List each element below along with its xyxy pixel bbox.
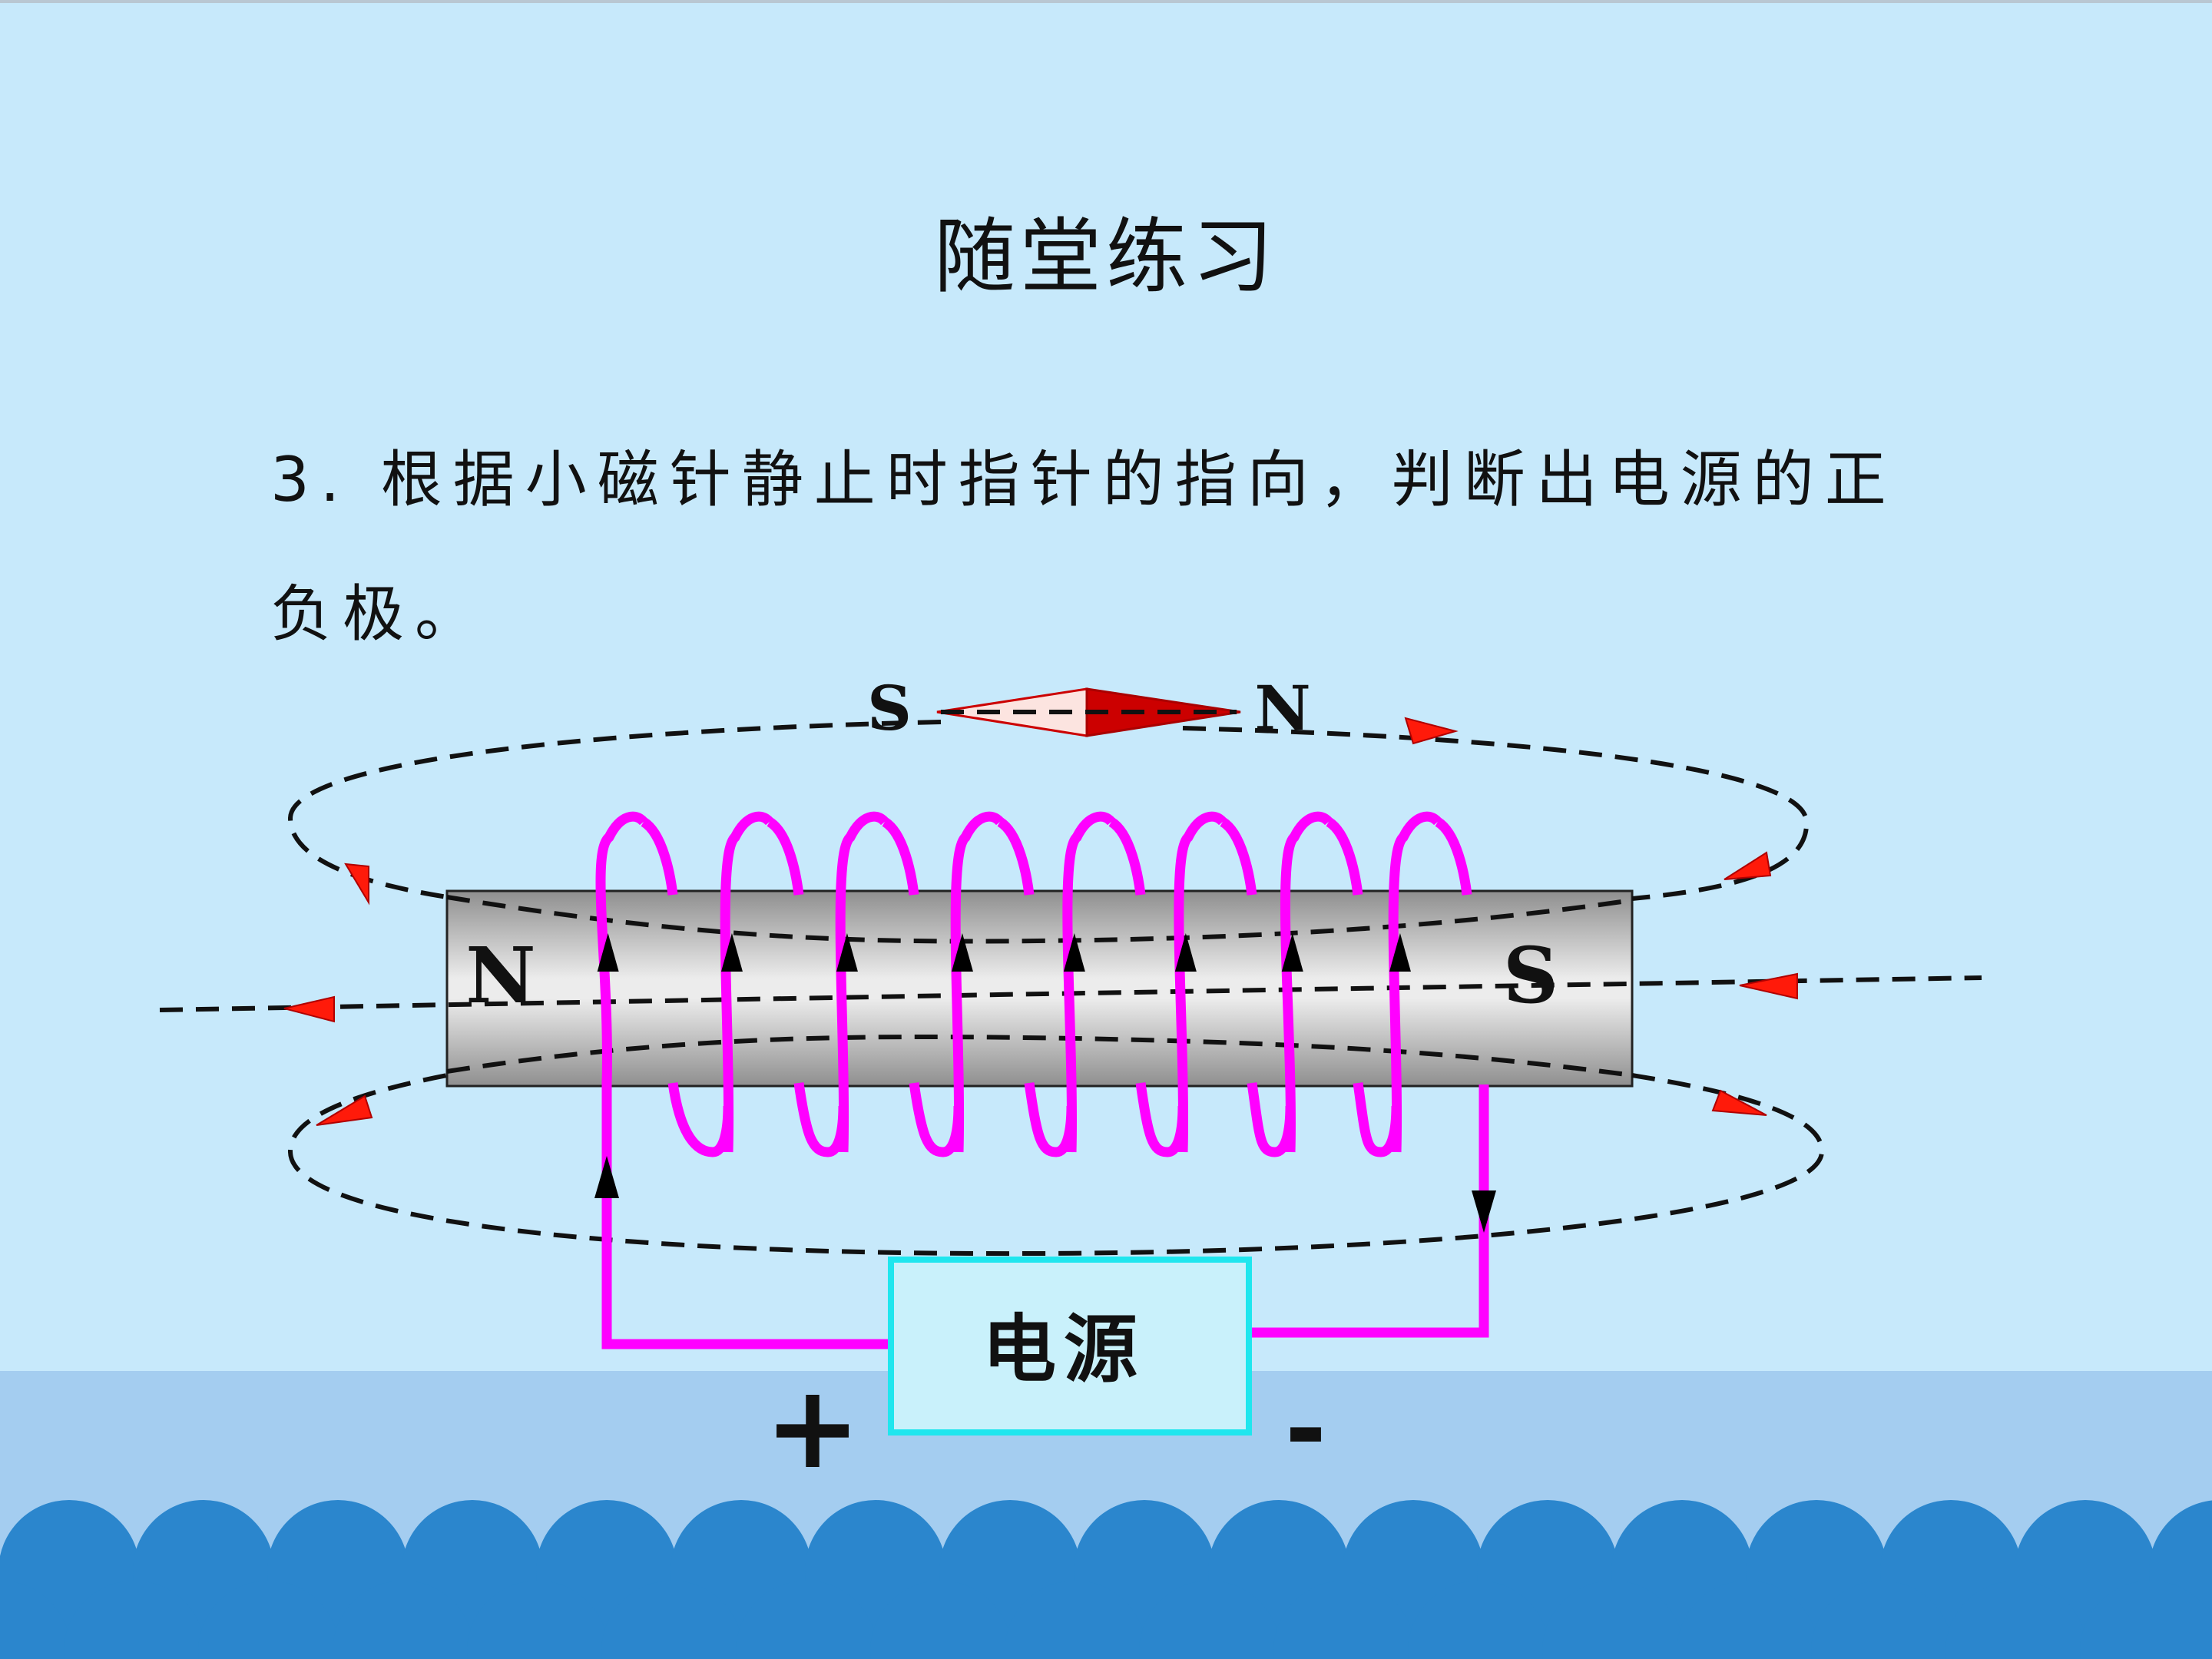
current-arrow [1389,933,1411,972]
coil-front-strand [1388,811,1442,1153]
wave-scallop [1542,1581,1684,1659]
field-line-outer-top [1182,726,1810,901]
coil-bottom-loop [1353,1082,1402,1157]
field-arrow-left-upper [344,863,369,906]
wave-scallop [64,1581,205,1659]
compass-needle [936,687,1241,737]
current-arrow [720,933,743,972]
wave-scallop [601,1581,743,1659]
question-line-1: 3. 根据小磁针静止时指针的指向，判断出电源的正 [270,444,1897,515]
coil-bottom-loop [793,1082,849,1157]
field-arrow-right-upper [1724,851,1772,880]
field-line-axis [159,975,1982,1012]
current-arrow [951,933,973,972]
coil-front-strand [720,811,773,1153]
positive-terminal-sign: + [764,1361,861,1495]
current-arrow [597,933,619,972]
power-source-box [888,1257,1252,1435]
current-arrow [1063,933,1085,972]
coil-front-strand [1280,811,1333,1153]
wave-scallop [1139,1581,1280,1659]
field-arrow-axis-right [1739,972,1798,1000]
wire-right [1248,1084,1489,1338]
wave-scallop [1005,1581,1146,1659]
coil-top-hump [767,817,804,896]
coil-top-hump [1220,817,1257,896]
field-arrow-left-lower [316,1094,373,1126]
field-line-outer-top-left [287,720,942,899]
wave-scallop [1945,1581,2087,1659]
question-line-2: 负极。 [270,578,487,650]
compass-n-label: N [1254,672,1310,744]
field-arrow-right-lower [1711,1089,1767,1116]
wave-scallop [1273,1581,1415,1659]
negative-terminal-sign: - [1285,1370,1326,1487]
coil-top-hump [997,817,1035,896]
coil-front-loops [595,811,1472,1157]
wave-scallop [0,1581,71,1659]
coil-front-strand [1062,811,1115,1153]
wave-scallop [1677,1581,1818,1659]
power-source-label: 电源 [982,1306,1145,1392]
current-arrow [1281,933,1303,972]
slide-title: 随堂练习 [934,210,1278,304]
field-line-outer-bottom [287,1073,1825,1257]
wire-arrow-down [1472,1190,1496,1233]
wave-scallop [333,1581,474,1659]
coil-front-strand [595,811,647,1084]
coil-front-strand [950,811,1004,1153]
coil-bottom-loop [909,1082,964,1157]
iron-core [445,889,1634,1088]
coil-top-hump [882,817,919,896]
coil-top-hump [1435,817,1472,896]
wave-scallop [1811,1581,1952,1659]
wave-scallop [2080,1581,2212,1659]
field-arrow-top-right [1404,717,1459,745]
field-line-inner-top [446,895,1633,944]
coil-bottom-loop [1024,1082,1077,1157]
current-arrow [836,933,858,972]
compass-s-label: S [867,672,912,744]
current-arrows [597,933,1411,972]
coil-front-strand [835,811,889,1153]
coil-bottom-loop [1247,1082,1296,1157]
wave-scallop [467,1581,608,1659]
wave-scallop [1408,1581,1549,1659]
coil-bottom-loop [667,1082,733,1157]
current-arrow [1174,933,1197,972]
coil-front-strand [1174,811,1227,1153]
wave-scallop [870,1581,1012,1659]
magnet-south-label: S [1503,930,1558,1021]
coil-top-hump [1326,817,1363,896]
field-direction-arrows [283,717,1798,1126]
coil-top-hump [641,817,678,896]
field-arrow-axis-left [283,995,335,1023]
wave-scallop [198,1581,339,1659]
coil-top-hump [1108,817,1146,896]
magnet-north-label: N [465,930,535,1021]
wave-scallop [736,1581,877,1659]
wire-arrow-up [594,1156,619,1198]
coil-bottom-loop [1135,1082,1188,1157]
